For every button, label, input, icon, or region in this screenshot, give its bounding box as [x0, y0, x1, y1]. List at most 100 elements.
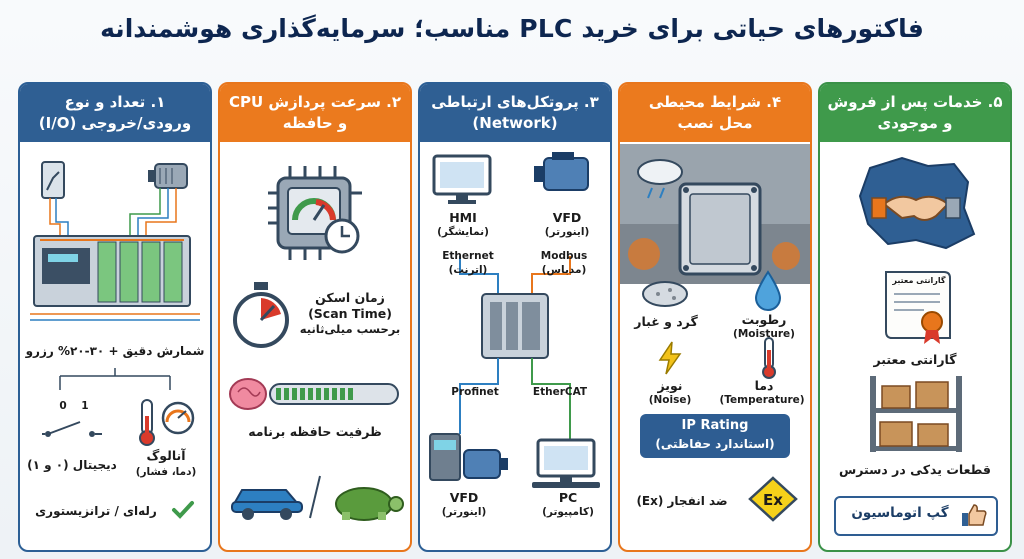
vfd-motor-icon: [534, 152, 589, 191]
modbus-sublabel: (مدباس): [541, 264, 587, 276]
scan-time-label-3: برحسب میلی‌ثانیه: [299, 322, 401, 336]
memory-bar-segment: [316, 388, 321, 400]
noise-sublabel: (Noise): [648, 394, 692, 406]
vfd-top-label: VFD: [552, 210, 582, 225]
noise-label: نویز: [657, 378, 683, 393]
cpu-chip-icon: [268, 166, 362, 260]
memory-bar-segment: [324, 388, 329, 400]
car-turtle-icons: [231, 475, 404, 521]
memory-label: ظرفیت حافظه برنامه: [248, 424, 382, 439]
analog-label: آنالوگ: [146, 448, 186, 463]
card-after-sales-title-line1: ۵. خدمات پس از فروش: [827, 93, 1003, 111]
check-icon: [172, 501, 194, 519]
analog-sublabel: (دما، فشار): [135, 466, 197, 478]
card-network-header: ۳. پروتکل‌های ارتباطی (Network): [420, 84, 610, 142]
vfd-bottom-sublabel: (اینورتر): [441, 506, 487, 518]
scan-time-label-2: (Scan Time): [308, 306, 392, 321]
plc-module-icon: [481, 293, 549, 359]
card-after-sales: ۵. خدمات پس از فروش و موجودی گارانتی معت…: [818, 82, 1012, 552]
humidity-sublabel: (Moisture): [733, 328, 795, 340]
ethernet-sublabel: (اترنت): [448, 264, 488, 276]
ethercat-label: EtherCAT: [532, 386, 588, 398]
spare-parts-label: قطعات یدکی در دسترس: [838, 462, 991, 477]
enclosure-scene: [620, 144, 810, 284]
digital-switch-icon: [42, 421, 102, 437]
turtle-icon: [335, 487, 404, 521]
dust-cloud-icon: [642, 281, 688, 307]
memory-bar-segment: [348, 388, 353, 400]
brain-memory-bar: [229, 378, 399, 410]
memory-bar-segment: [276, 388, 281, 400]
pc-label: PC: [558, 490, 578, 505]
plc-wiring-illustration: [30, 161, 200, 321]
brand-name: گپ اتوماسیون: [851, 505, 949, 521]
pc-sublabel: (کامپیوتر): [542, 506, 594, 518]
digital-label: دیجیتال (۰ و ۱): [27, 458, 117, 472]
thermometer-icon: [762, 337, 776, 379]
certificate-icon: [885, 271, 951, 344]
warranty-label: گارانتی معتبر: [873, 352, 957, 367]
scan-time-label-1: زمان اسکن: [315, 290, 385, 305]
ex-label: ضد انفجار (Ex): [636, 494, 728, 508]
brand-box: گپ اتوماسیون: [834, 496, 998, 536]
card-cpu-title-line2: و حافظه: [282, 114, 348, 132]
hmi-sublabel: (نمایشگر): [437, 226, 489, 238]
memory-bar-segment: [332, 388, 337, 400]
card-cpu: ۲. سرعت پردازش CPU و حافظه زمان اسکن: [218, 82, 412, 552]
temperature-sublabel: (Temperature): [719, 394, 805, 406]
ex-symbol: Ex: [763, 491, 783, 509]
temperature-label: دما: [754, 378, 774, 393]
certificate-text: گارانتی معتبر: [892, 276, 946, 285]
card-after-sales-title-line2: و موجودی: [877, 114, 953, 132]
analog-gauge-icon: [139, 399, 195, 446]
card-io-title-line2: ورودی/خروجی (I/O): [38, 114, 192, 132]
iran-handshake-icon: [858, 156, 976, 250]
spare-parts-shelf-icon: [870, 376, 962, 452]
ip-rating-title: IP Rating: [681, 418, 749, 433]
card-cpu-header: ۲. سرعت پردازش CPU و حافظه: [220, 84, 410, 142]
relay-transistor-label: رله‌ای / ترانزیستوری: [35, 504, 157, 518]
card-io: ۱. تعداد و نوع ورودی/خروجی (I/O): [18, 82, 212, 552]
card-io-header: ۱. تعداد و نوع ورودی/خروجی (I/O): [20, 84, 210, 142]
card-environment: ۴. شرایط محیطی محل نصب: [618, 82, 812, 552]
vfd-drive-icon: [429, 433, 508, 481]
lightning-icon: [658, 341, 682, 375]
ip-rating-subtitle: (استاندارد حفاظتی): [655, 437, 775, 451]
digital-bits: 0 1: [59, 400, 89, 412]
ethernet-label: Ethernet: [442, 250, 494, 262]
gear-icon: [628, 238, 800, 270]
memory-bar-segment: [292, 388, 297, 400]
water-drop-icon: [754, 270, 782, 311]
page-title: فاکتورهای حیاتی برای خرید PLC مناسب؛ سرم…: [100, 14, 924, 43]
humidity-label: رطوبت: [741, 312, 787, 327]
card-environment-title-line1: ۴. شرایط محیطی: [648, 93, 782, 111]
profinet-label: Profinet: [451, 386, 499, 398]
vfd-bottom-label: VFD: [449, 490, 479, 505]
io-count-note: شمارش دقیق + ۳۰-۲۰% رزرو: [25, 344, 205, 358]
memory-bar-segment: [308, 388, 313, 400]
card-after-sales-header: ۵. خدمات پس از فروش و موجودی: [820, 84, 1010, 142]
hmi-label: HMI: [449, 210, 477, 225]
motor-icon: [148, 163, 188, 189]
branch-lines: [59, 368, 171, 390]
card-network: ۳. پروتکل‌های ارتباطی (Network): [418, 82, 612, 552]
cloud-rain-icon: [637, 159, 683, 199]
car-icon: [231, 489, 303, 520]
dust-label: گرد و غبار: [634, 314, 698, 329]
card-environment-header: ۴. شرایط محیطی محل نصب: [620, 84, 810, 142]
electrical-enclosure-icon: [678, 182, 762, 276]
hmi-monitor-icon: [432, 154, 492, 204]
thumbs-up-icon: [962, 504, 987, 526]
pc-computer-icon: [532, 438, 600, 488]
card-io-title-line1: ۱. تعداد و نوع: [64, 93, 166, 111]
card-network-title-line1: ۳. پروتکل‌های ارتباطی: [431, 93, 599, 111]
stopwatch-icon: [233, 282, 289, 348]
plc-rack-icon: [33, 235, 191, 307]
ex-hazard-icon: Ex: [748, 476, 798, 522]
memory-bar-segment: [284, 388, 289, 400]
card-environment-title-line2: محل نصب: [677, 114, 753, 132]
card-network-title-line2: (Network): [472, 114, 558, 132]
memory-bar-segment: [340, 388, 345, 400]
modbus-label: Modbus: [540, 250, 588, 262]
